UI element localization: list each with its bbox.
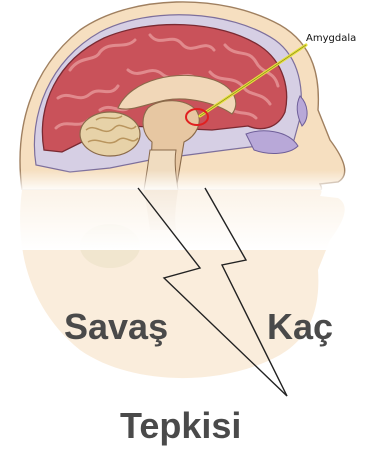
word-kac: Kaç [267, 309, 333, 345]
cerebellum [80, 112, 140, 156]
word-tepkisi: Tepkisi [120, 408, 241, 444]
amygdala-label: Amygdala [306, 33, 356, 44]
word-savas: Savaş [64, 309, 168, 345]
head-illustration [20, 2, 345, 190]
reflection-fade [0, 190, 374, 250]
